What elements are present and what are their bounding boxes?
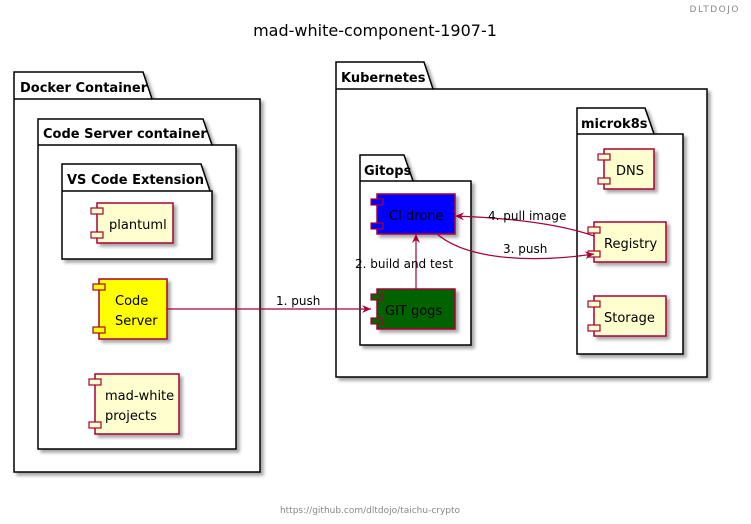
edge-push-registry	[436, 233, 595, 260]
component-registry: Registry	[587, 221, 667, 263]
brand-header: DLTDOJO	[690, 5, 740, 15]
package-label-gitops: Gitops	[364, 164, 412, 179]
package-label-docker: Docker Container	[20, 81, 148, 96]
component-ci-drone: CI drone	[370, 193, 456, 235]
component-dns: DNS	[597, 148, 655, 190]
diagram-title: mad-white-component-1907-1	[253, 21, 497, 40]
package-label-code-server-container: Code Server container	[43, 127, 207, 142]
edge-label-push-registry: 3. push	[503, 242, 547, 256]
package-label-vscode-extension: VS Code Extension	[67, 173, 204, 188]
component-label-ci-drone: CI drone	[389, 209, 444, 224]
component-label-mad-white-line2: projects	[105, 409, 157, 424]
edge-label-pull-image: 4. pull image	[488, 209, 566, 223]
component-label-code-server-line1: Code	[115, 294, 148, 309]
package-label-kubernetes: Kubernetes	[341, 71, 426, 86]
component-plantuml: plantuml	[90, 202, 174, 244]
component-label-git-gogs: GIT gogs	[385, 304, 442, 319]
component-storage: Storage	[587, 295, 667, 337]
footer-link: https://github.com/dltdojo/taichu-crypto	[280, 506, 461, 516]
component-label-code-server-line2: Server	[115, 314, 158, 329]
edge-pull-image	[454, 212, 595, 237]
component-code-server: Code Server	[92, 278, 168, 340]
component-label-dns: DNS	[616, 164, 644, 179]
component-label-plantuml: plantuml	[109, 218, 167, 233]
package-label-microk8s: microk8s	[581, 117, 648, 132]
edge-label-push: 1. push	[276, 294, 320, 308]
edge-label-build-test: 2. build and test	[355, 257, 453, 271]
component-mad-white-projects: mad-white projects	[88, 373, 180, 435]
component-label-registry: Registry	[604, 237, 658, 252]
component-label-storage: Storage	[604, 311, 655, 326]
component-label-mad-white-line1: mad-white	[105, 389, 174, 404]
component-git-gogs: GIT gogs	[370, 288, 456, 330]
